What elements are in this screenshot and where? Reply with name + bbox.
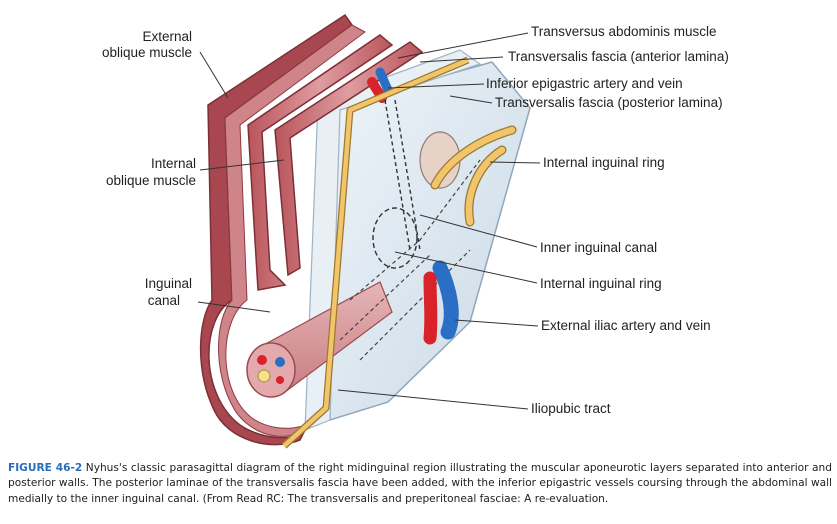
label-inguinal-canal-line2: canal (147, 293, 180, 308)
caption-text: Nyhus's classic parasagittal diagram of … (8, 462, 832, 505)
label-transversalis-posterior: Transversalis fascia (posterior lamina) (495, 95, 723, 110)
cord-vessel-red-2 (276, 376, 284, 384)
iliopubic-tract-band-fill (282, 57, 469, 448)
label-iliopubic-tract: Iliopubic tract (531, 401, 611, 416)
label-external-oblique-line2: oblique muscle (101, 45, 192, 60)
label-external-iliac: External iliac artery and vein (541, 318, 711, 333)
epigastric-course-dashes (384, 99, 421, 251)
label-inner-inguinal-canal: Inner inguinal canal (540, 240, 658, 255)
label-external-oblique-line1: External (142, 29, 192, 44)
internal-oblique-layer (247, 34, 394, 291)
cord-vessel-blue (275, 357, 285, 367)
anatomy-diagram (197, 13, 541, 449)
cord-cross-section (246, 342, 296, 398)
cord-vessel-red (257, 355, 267, 365)
figure-number: FIGURE 46-2 (8, 462, 83, 474)
label-inferior-epigastric: Inferior epigastric artery and vein (486, 76, 683, 91)
label-internal-ring-upper: Internal inguinal ring (543, 155, 665, 170)
figure-caption: FIGURE 46-2 Nyhus's classic parasagittal… (8, 461, 832, 507)
label-inguinal-canal-line1: Inguinal (144, 276, 192, 291)
ring-tube-upper-fill (431, 126, 516, 189)
inner-inguinal-canal-outline (372, 207, 418, 269)
inferior-epigastric-vein (375, 67, 393, 95)
leader-lines (197, 32, 541, 410)
label-internal-ring-lower: Internal inguinal ring (540, 276, 662, 291)
lower-fascia-dashes (339, 159, 481, 361)
cord-vas-yellow (257, 369, 271, 383)
label-internal-oblique-line1: Internal (150, 156, 196, 171)
label-internal-oblique-line2: oblique muscle (105, 173, 196, 188)
label-transversalis-anterior: Transversalis fascia (anterior lamina) (508, 49, 729, 64)
external-iliac-vein (432, 260, 459, 340)
transversalis-fascia-posterior-sheet (329, 61, 531, 422)
label-transversus-abdominis: Transversus abdominis muscle (531, 24, 717, 39)
external-iliac-artery (423, 271, 438, 345)
ring-tube-lower-fill (465, 146, 506, 226)
transversus-abdominis-layer (274, 41, 424, 277)
